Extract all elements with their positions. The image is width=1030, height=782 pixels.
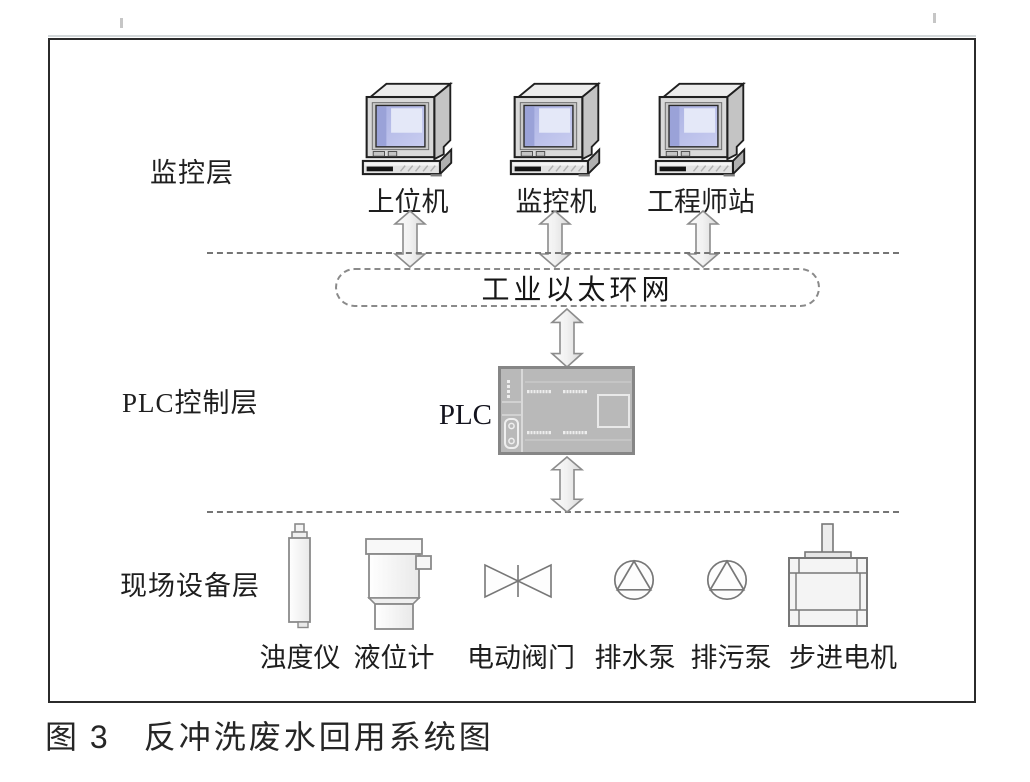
- scan-mark: [120, 18, 123, 28]
- device-label-level-meter: 液位计: [353, 643, 435, 673]
- layer-divider-line-top: [207, 252, 899, 254]
- stepper-motor-icon: [788, 523, 868, 627]
- ethernet-ring-network-label: 工业以太环网: [481, 273, 674, 305]
- vertical-double-arrow-icon: [392, 210, 428, 268]
- device-label-sewage-pump: 排污泵: [690, 643, 772, 673]
- scan-mark: [933, 13, 936, 23]
- electric-valve-icon: [484, 563, 552, 599]
- figure-caption: 图 3 反冲洗废水回用系统图: [45, 712, 494, 758]
- desktop-computer-icon: [509, 80, 603, 177]
- pump-icon: [706, 559, 748, 601]
- device-label-stepper-motor: 步进电机: [789, 643, 897, 673]
- vertical-double-arrow-icon: [685, 210, 721, 268]
- vertical-double-arrow-icon: [549, 308, 585, 368]
- layer-label-monitoring: 监控层: [150, 158, 234, 188]
- layer-label-field-device: 现场设备层: [120, 571, 260, 601]
- device-label-turbidity-meter: 浊度仪: [259, 643, 341, 673]
- plc-label: PLC: [438, 399, 492, 431]
- level-meter-icon: [365, 538, 432, 630]
- turbidity-meter-icon: [288, 523, 311, 629]
- device-label-electric-valve: 电动阀门: [467, 643, 575, 673]
- figure-caption-title: 反冲洗废水回用系统图: [143, 719, 494, 755]
- plc-module-icon: [498, 366, 635, 455]
- layer-label-plc-control: PLC控制层: [122, 388, 259, 418]
- layer-divider-line-bottom: [207, 511, 899, 513]
- frame-top-highlight: [48, 35, 976, 37]
- ethernet-ring-network-capsule: 工业以太环网: [335, 268, 820, 307]
- desktop-computer-icon: [654, 80, 748, 177]
- desktop-computer-icon: [361, 80, 455, 177]
- device-label-drain-pump: 排水泵: [594, 643, 676, 673]
- figure-caption-number: 图 3: [45, 719, 110, 755]
- pump-icon: [613, 559, 655, 601]
- vertical-double-arrow-icon: [537, 210, 573, 268]
- vertical-double-arrow-icon: [549, 456, 585, 513]
